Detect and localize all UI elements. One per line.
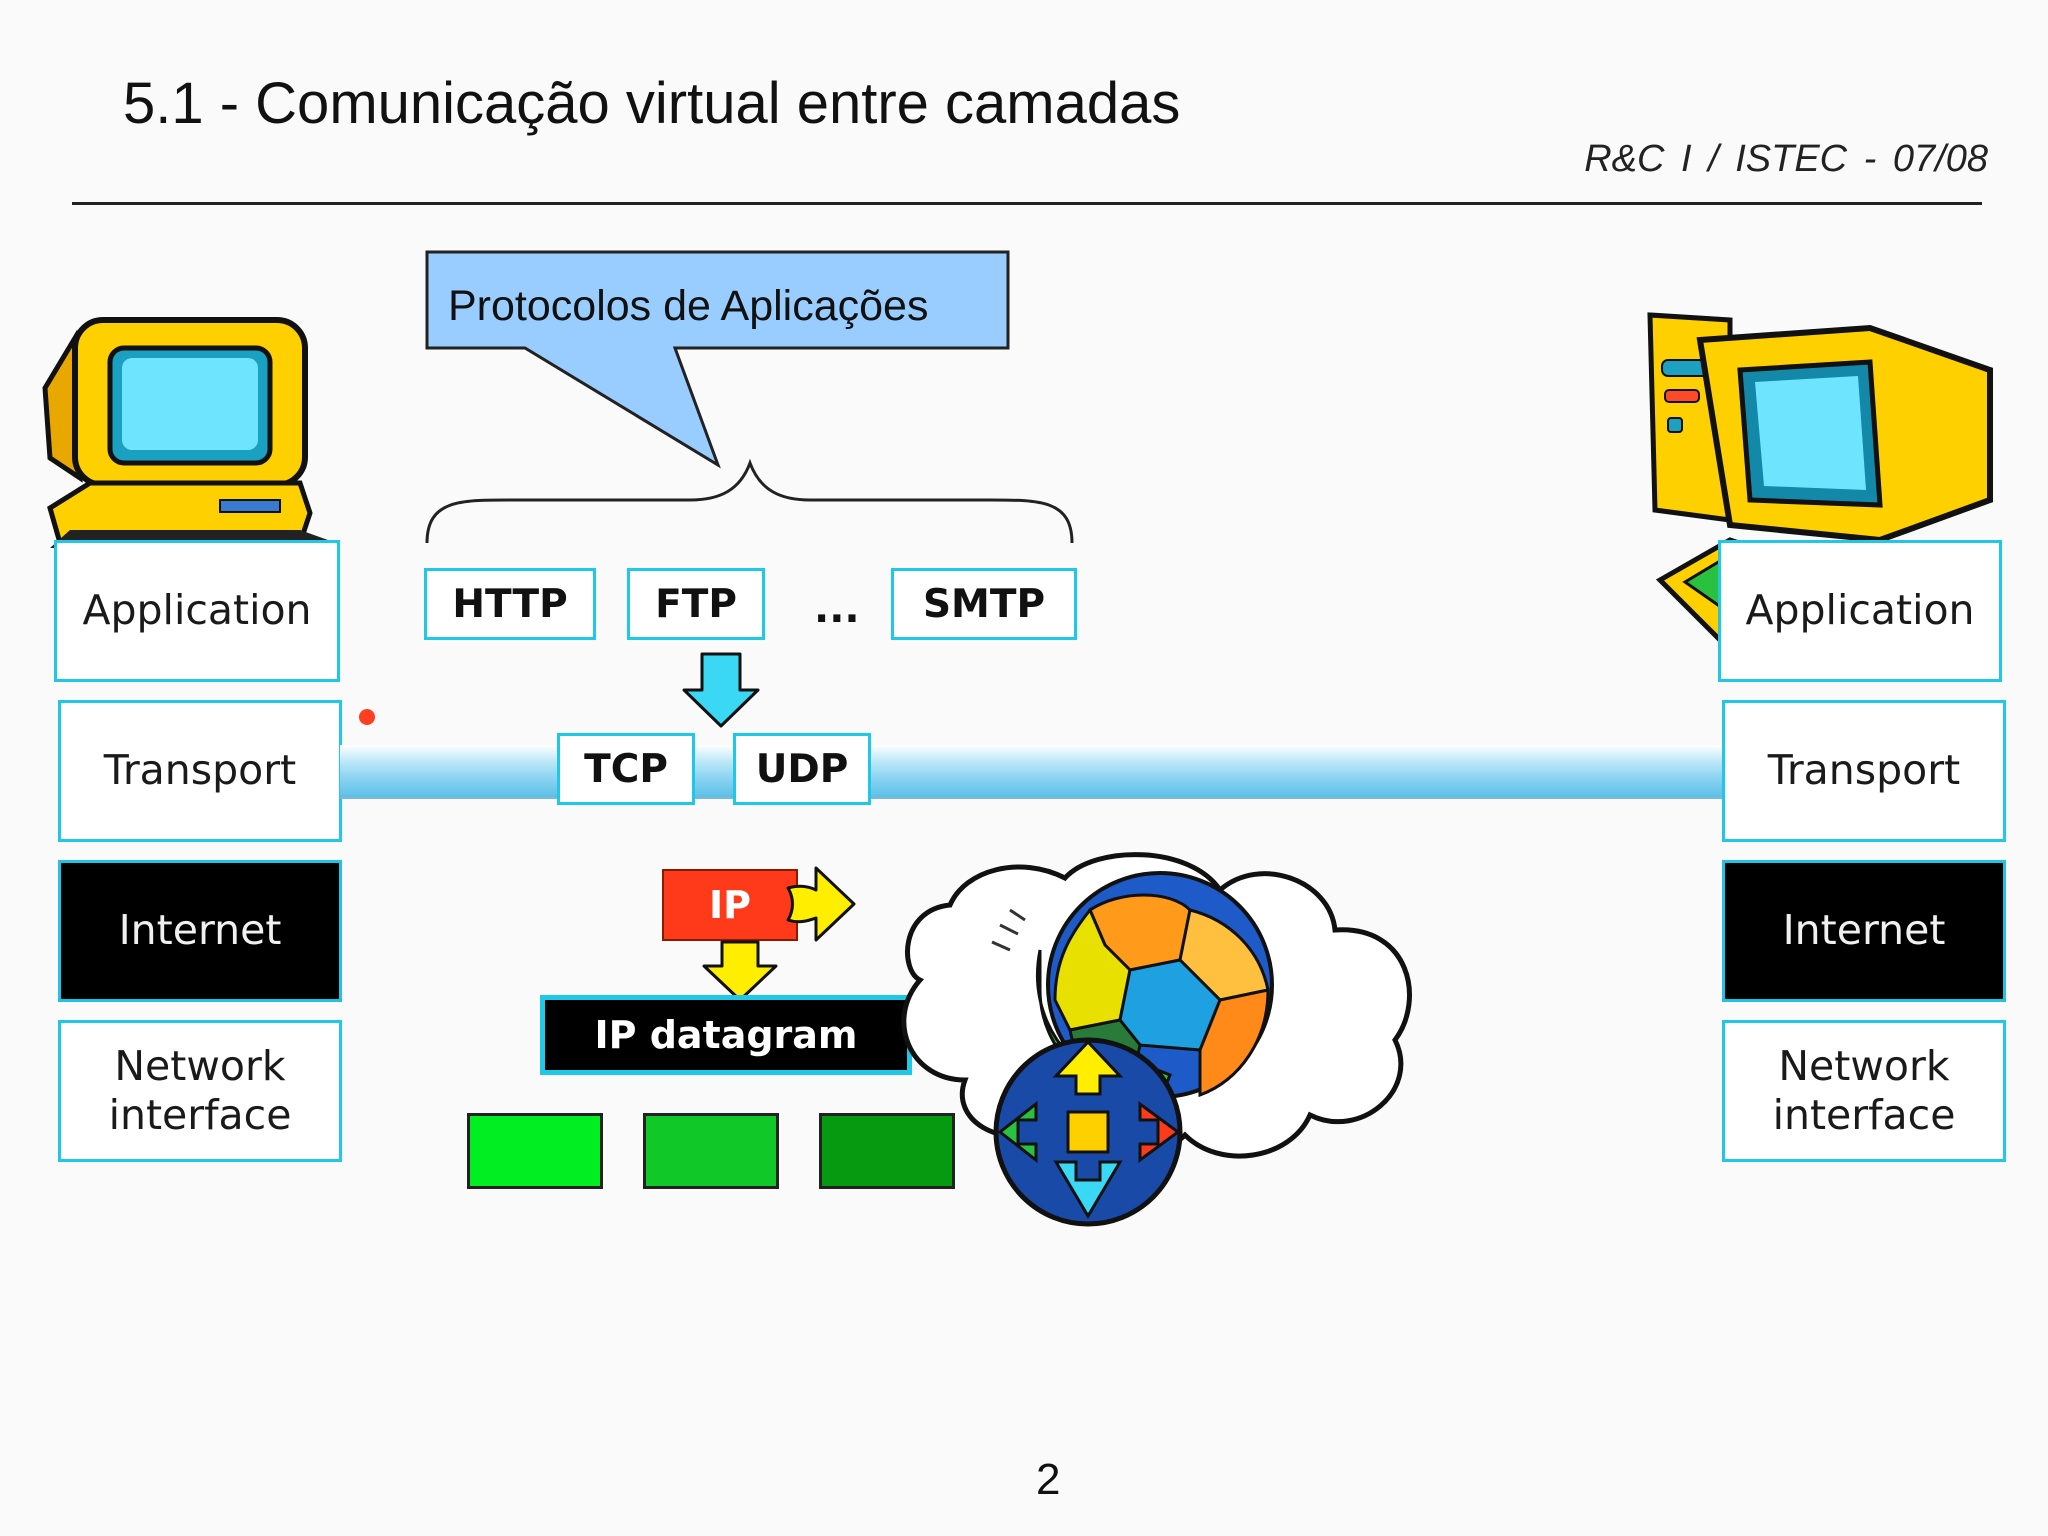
header-divider [72,202,1982,205]
down-arrow-icon [682,652,760,728]
router-icon [993,1037,1183,1227]
ftp-protocol-box: FTP [627,568,765,640]
right-network-label-line1: Network [1778,1041,1950,1090]
right-application-label: Application [1745,586,1975,635]
slide-title: 5.1 - Comunicação virtual entre camadas [123,71,1181,136]
page-number: 2 [1036,1455,1061,1504]
right-transport-layer: Transport [1722,700,2006,842]
right-transport-label: Transport [1767,746,1961,795]
http-protocol-box: HTTP [424,568,596,640]
ip-datagram-label: IP datagram [594,1013,858,1057]
frame-block-2 [643,1113,779,1189]
red-dot-marker [359,709,375,725]
left-application-label: Application [82,586,312,635]
course-label: R&C I / ISTEC - 07/08 [1584,138,1988,180]
ftp-label: FTP [655,581,737,627]
ip-box: IP [662,869,798,941]
smtp-protocol-box: SMTP [891,568,1077,640]
left-network-label-line2: interface [108,1091,292,1139]
right-network-interface-layer: Network interface [1722,1020,2006,1162]
left-transport-label: Transport [103,746,297,795]
left-network-interface-layer: Network interface [58,1020,342,1162]
left-internet-label: Internet [118,906,282,955]
udp-label: UDP [755,746,849,792]
tcp-protocol-box: TCP [557,733,695,805]
computer-icon-left [42,317,330,548]
smtp-label: SMTP [922,581,1046,627]
tcp-label: TCP [584,746,668,792]
cloud-icon [901,852,1412,1227]
frame-block-3 [819,1113,955,1189]
callout-bubble [425,250,1074,544]
protocols-ellipsis: ... [814,586,860,632]
left-application-layer: Application [54,540,340,682]
yellow-arrow-icon [786,866,856,942]
right-internet-label: Internet [1782,906,1946,955]
yellow-down-arrow-icon [702,940,778,1002]
left-internet-layer: Internet [58,860,342,1002]
transport-pipe [340,745,1722,799]
ip-datagram-box: IP datagram [540,995,912,1075]
left-transport-layer: Transport [58,700,342,842]
right-application-layer: Application [1718,540,2002,682]
ip-label: IP [709,883,751,927]
callout-text: Protocolos de Aplicações [448,282,929,330]
right-internet-layer: Internet [1722,860,2006,1002]
right-network-label-line2: interface [1772,1091,1956,1139]
left-network-label-line1: Network [114,1041,286,1090]
frame-block-1 [467,1113,603,1189]
http-label: HTTP [452,581,568,627]
udp-protocol-box: UDP [733,733,871,805]
computer-icon-right [1647,312,1993,644]
